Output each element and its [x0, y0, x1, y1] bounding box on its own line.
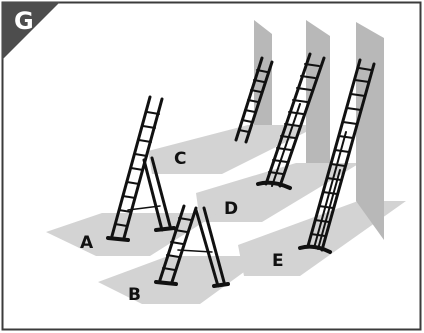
floor-plate-a [46, 213, 218, 256]
label-d: D [224, 199, 238, 219]
wall-d [306, 20, 330, 163]
floor-plate-b [98, 256, 266, 304]
ladder-d [256, 52, 326, 190]
wall-e [356, 22, 384, 240]
label-a: A [80, 233, 94, 253]
floor-plate-c [148, 125, 320, 174]
corner-badge [2, 2, 60, 60]
ladder-c [234, 56, 274, 144]
floor-plate-e [238, 201, 406, 276]
label-b: B [128, 285, 141, 305]
label-c: C [174, 149, 186, 169]
ladder-a [106, 95, 176, 242]
label-e: E [272, 251, 284, 271]
floor-plate-d [196, 163, 360, 222]
ladder-e [298, 58, 376, 254]
ladder-b [154, 204, 230, 288]
badge-letter: G [14, 7, 34, 35]
